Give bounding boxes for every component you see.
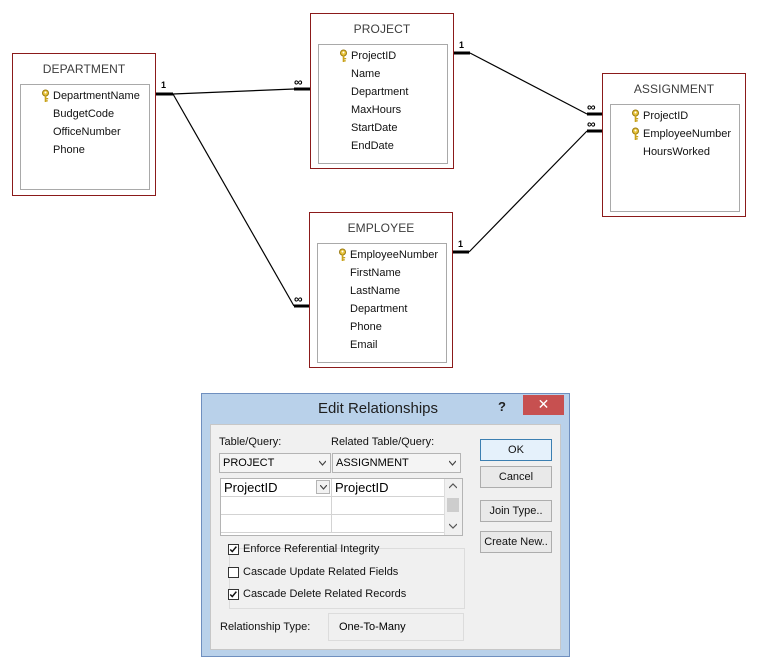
field-item[interactable]: MaxHours [351, 104, 402, 116]
join-type-button[interactable]: Join Type.. [480, 500, 552, 522]
chevron-down-icon [320, 485, 327, 490]
grid-cell-left[interactable]: ProjectID [221, 479, 332, 497]
many-label: ∞ [587, 117, 596, 131]
primary-key-icon [632, 127, 639, 140]
cancel-button[interactable]: Cancel [480, 466, 552, 488]
options-group [229, 548, 465, 609]
dialog-body: Table/Query: Related Table/Query: PROJEC… [210, 424, 561, 650]
field-item[interactable]: EndDate [351, 140, 394, 152]
dialog-title: Edit Relationships [317, 400, 439, 417]
field-item[interactable]: OfficeNumber [53, 126, 121, 138]
grid-left-value: ProjectID [224, 480, 278, 495]
grid-cell-empty[interactable] [221, 497, 332, 515]
grid-scrollbar[interactable] [444, 479, 462, 535]
relationship-type-label: Relationship Type: [220, 621, 311, 633]
field-item[interactable]: Name [351, 68, 381, 80]
chevron-up-icon[interactable] [449, 483, 457, 489]
related-table-label: Related Table/Query: [331, 436, 435, 448]
table-title: EMPLOYEE [347, 221, 415, 235]
rel-department-project[interactable] [155, 87, 311, 96]
grid-cell-empty[interactable] [221, 515, 332, 533]
related-table-value: ASSIGNMENT [336, 457, 409, 469]
field-item[interactable]: StartDate [351, 122, 398, 134]
ok-button[interactable]: OK [480, 439, 552, 461]
field-item[interactable]: Department [350, 303, 408, 315]
rel-employee-assignment[interactable] [452, 129, 603, 254]
table-title: DEPARTMENT [42, 62, 126, 76]
field-item[interactable]: EmployeeNumber [350, 249, 439, 261]
field-item[interactable]: BudgetCode [53, 108, 115, 120]
field-mapping-grid[interactable]: ProjectID ProjectID [220, 478, 463, 536]
chevron-down-icon [319, 460, 326, 466]
primary-key-icon [632, 109, 639, 122]
cascade-update-checkbox[interactable] [228, 567, 239, 578]
field-item[interactable]: FirstName [350, 267, 401, 279]
one-label: 1 [161, 80, 167, 90]
table-title: ASSIGNMENT [633, 82, 715, 96]
many-label: ∞ [587, 100, 596, 114]
checkmark-icon [229, 591, 237, 598]
rel-department-employee[interactable] [172, 93, 310, 308]
field-item[interactable]: HoursWorked [643, 146, 711, 158]
chevron-down-icon[interactable] [449, 523, 457, 529]
help-button[interactable]: ? [498, 399, 506, 414]
field-item[interactable]: Phone [350, 321, 382, 333]
cascade-delete-checkbox[interactable] [228, 589, 239, 600]
table-query-value: PROJECT [223, 457, 275, 469]
grid-cell-right[interactable]: ProjectID [332, 479, 445, 497]
enforce-integrity-label: Enforce Referential Integrity [243, 543, 380, 555]
table-title: PROJECT [353, 22, 411, 36]
table-query-select[interactable]: PROJECT [219, 453, 331, 473]
cascade-update-label: Cascade Update Related Fields [243, 566, 399, 578]
grid-right-value: ProjectID [335, 480, 389, 495]
many-label: ∞ [294, 292, 303, 306]
cascade-delete-label: Cascade Delete Related Records [243, 588, 407, 600]
one-label: 1 [459, 40, 465, 50]
relationship-type-value: One-To-Many [328, 613, 464, 641]
grid-dropdown-button[interactable] [316, 480, 330, 494]
related-table-select[interactable]: ASSIGNMENT [332, 453, 461, 473]
field-item[interactable]: Department [351, 86, 409, 98]
field-item[interactable]: ProjectID [351, 50, 397, 62]
field-item[interactable]: DepartmentName [53, 90, 140, 102]
chevron-down-icon [449, 460, 456, 466]
many-label: ∞ [294, 75, 303, 89]
one-label: 1 [458, 239, 464, 249]
table-query-label: Table/Query: [219, 436, 282, 448]
edit-relationships-dialog[interactable]: Edit Relationships ? ✕ Table/Query: Rela… [201, 393, 570, 657]
field-item[interactable]: LastName [350, 285, 401, 297]
rel-project-assignment[interactable] [453, 51, 603, 116]
field-item[interactable]: ProjectID [643, 110, 689, 122]
checkmark-icon [229, 546, 237, 553]
primary-key-icon [339, 248, 346, 261]
field-item[interactable]: Phone [53, 144, 85, 156]
primary-key-icon [42, 89, 49, 102]
grid-cell-empty[interactable] [332, 497, 445, 515]
grid-cell-empty[interactable] [332, 515, 445, 533]
enforce-integrity-checkbox[interactable] [228, 544, 239, 555]
scroll-thumb[interactable] [447, 498, 459, 512]
primary-key-icon [340, 49, 347, 62]
close-button[interactable]: ✕ [523, 395, 564, 415]
field-item[interactable]: Email [350, 339, 378, 351]
field-item[interactable]: EmployeeNumber [643, 128, 732, 140]
create-new-button[interactable]: Create New.. [480, 531, 552, 553]
